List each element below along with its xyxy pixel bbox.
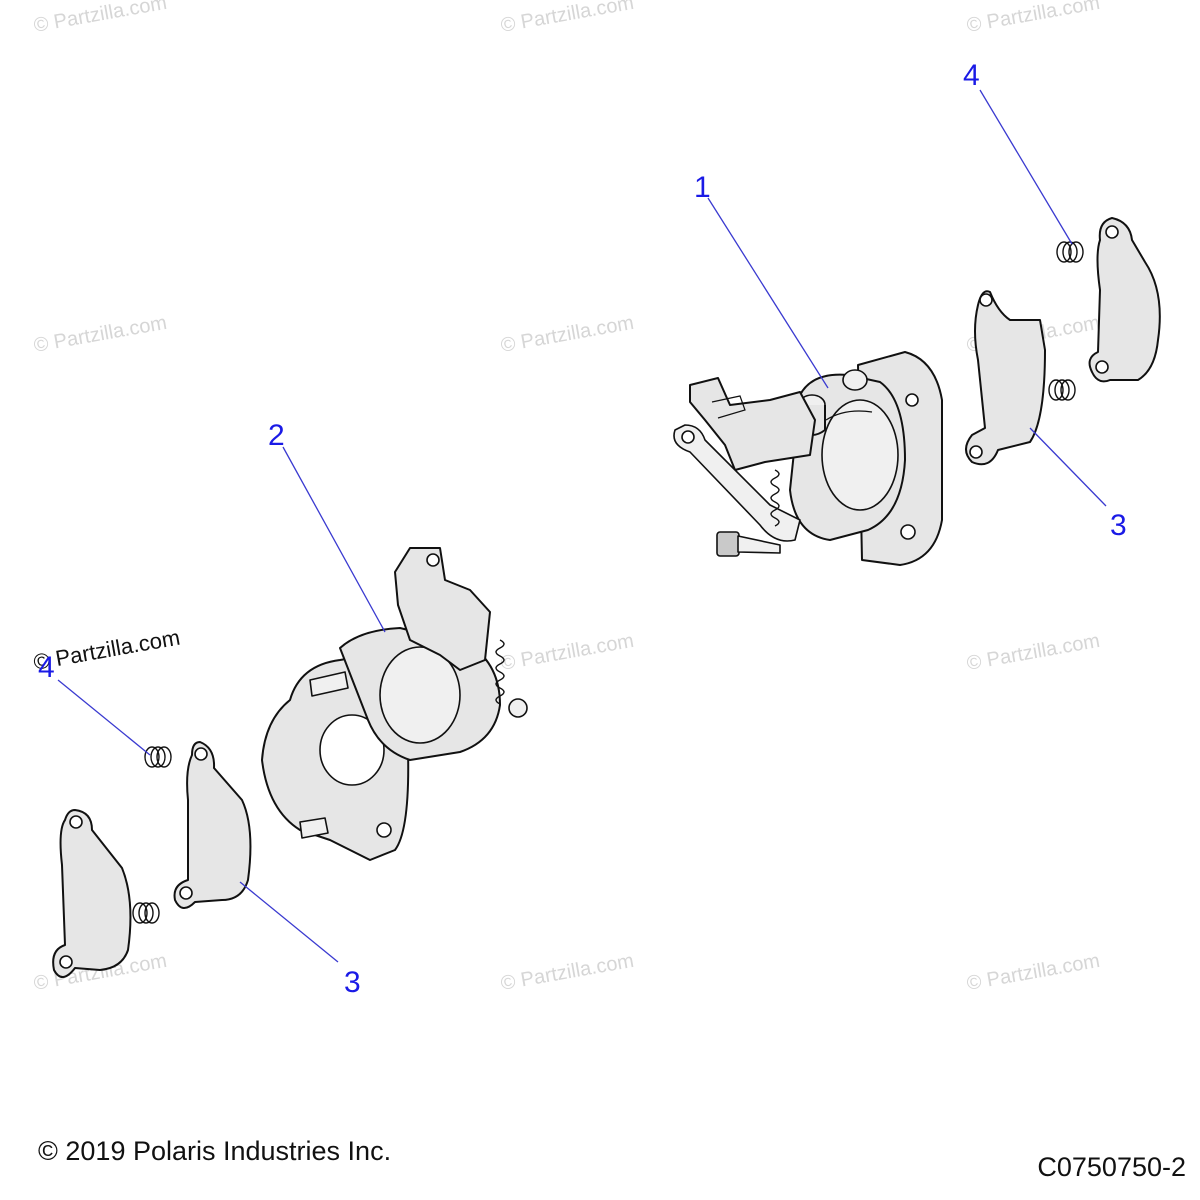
- callout-3-left: 3: [344, 966, 361, 999]
- watermark: © Partzilla.com: [499, 630, 636, 675]
- copyright-text: © 2019 Polaris Industries Inc.: [38, 1136, 392, 1166]
- spring-left-upper: [144, 746, 172, 768]
- brake-pad-right-rear: [1088, 217, 1161, 383]
- leader-line-1: [707, 197, 829, 389]
- watermark: © Partzilla.com: [32, 0, 169, 37]
- spring-left-lower: [132, 902, 160, 924]
- callout-4-right: 4: [963, 59, 980, 92]
- leader-line-3-left: [239, 881, 339, 963]
- leader-line-3-right: [1029, 427, 1107, 507]
- watermark: © Partzilla.com: [499, 950, 636, 995]
- leader-line-4-right: [979, 89, 1073, 245]
- callout-1: 1: [694, 171, 711, 204]
- callout-2: 2: [268, 419, 285, 452]
- watermark: © Partzilla.com: [965, 950, 1102, 995]
- callout-4-left: 4: [38, 651, 55, 684]
- brake-pad-right-front: [965, 290, 1046, 466]
- watermark: © Partzilla.com: [965, 0, 1102, 37]
- watermark: © Partzilla.com: [965, 630, 1102, 675]
- brake-pad-left-front: [173, 741, 252, 909]
- caliper-right: [673, 351, 943, 566]
- leader-line-4-left: [57, 679, 151, 756]
- callout-3-right: 3: [1110, 509, 1127, 542]
- watermark: © Partzilla.com: [499, 0, 636, 37]
- brake-pad-left-rear: [52, 809, 132, 978]
- leader-line-2: [282, 446, 386, 633]
- watermark: © Partzilla.com: [499, 312, 636, 357]
- watermark: © Partzilla.com: [32, 312, 169, 357]
- spring-right-lower: [1048, 379, 1076, 401]
- diagram-code: C0750750-2: [1037, 1152, 1186, 1182]
- caliper-left: [261, 547, 528, 861]
- spring-right-upper: [1056, 241, 1084, 263]
